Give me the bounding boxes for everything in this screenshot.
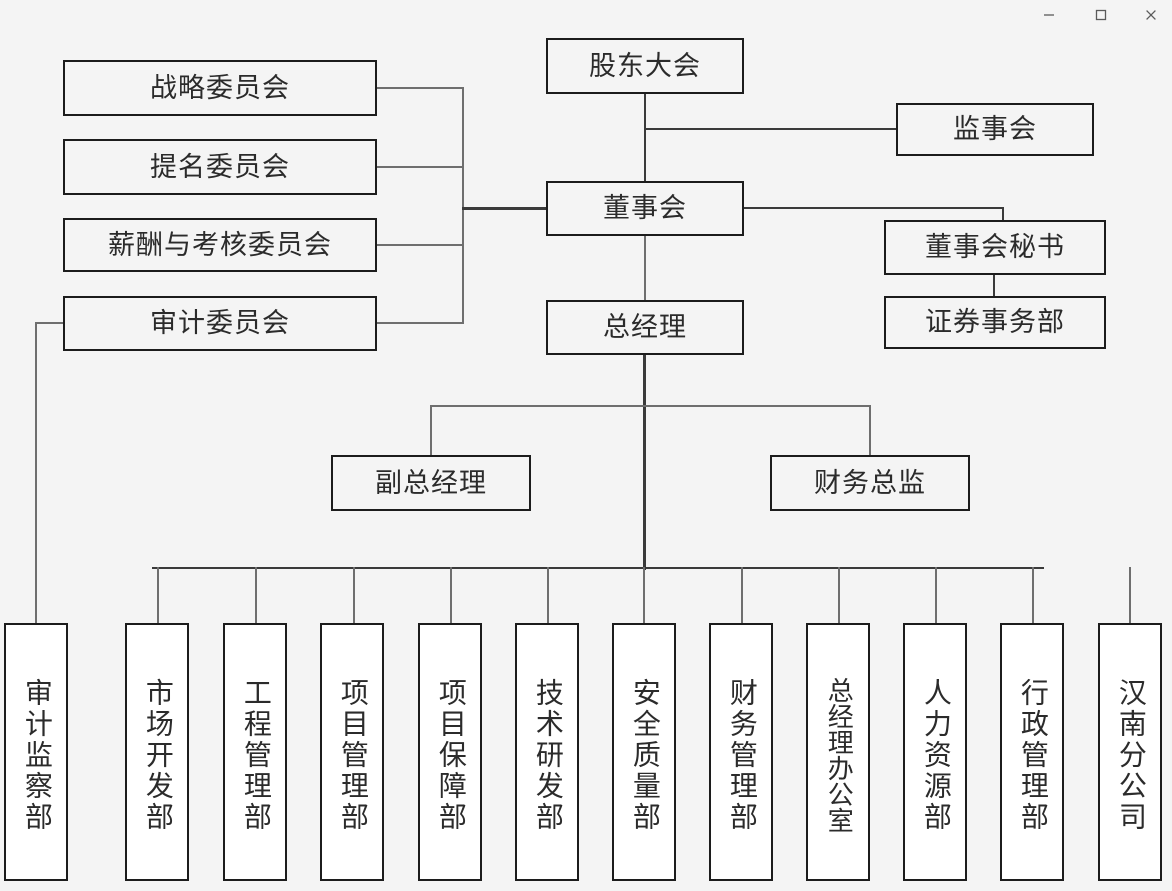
node-general-manager[interactable]: 总经理 — [546, 300, 744, 355]
connector-gm-trunk — [643, 354, 646, 570]
maximize-button[interactable] — [1078, 0, 1124, 30]
node-strategy-committee[interactable]: 战略委员会 — [63, 60, 377, 116]
node-audit-committee[interactable]: 审计委员会 — [63, 296, 377, 351]
node-technology-rnd-department[interactable]: 技术研发部 — [515, 623, 579, 881]
close-icon — [1146, 10, 1156, 20]
connector-shareholders-to-board — [644, 93, 646, 185]
connector-dept-drop-11 — [1129, 567, 1131, 623]
node-board-of-supervisors[interactable]: 监事会 — [896, 103, 1094, 156]
node-remuneration-appraisal-committee[interactable]: 薪酬与考核委员会 — [63, 218, 377, 272]
node-human-resources-department[interactable]: 人力资源部 — [903, 623, 967, 881]
node-audit-supervision-department[interactable]: 审计监察部 — [4, 623, 68, 881]
node-general-manager-office[interactable]: 总经理办公室 — [806, 623, 870, 881]
connector-shareholders-to-supervisors — [644, 128, 898, 130]
connector-audit-committee-to-audit-dept — [35, 322, 37, 623]
node-shareholders-meeting[interactable]: 股东大会 — [546, 38, 744, 94]
connector-board-to-secretary-h — [744, 207, 1004, 209]
connector-committee-3 — [377, 244, 463, 246]
node-project-management-department[interactable]: 项目管理部 — [320, 623, 384, 881]
connector-dept-drop-3 — [353, 567, 355, 623]
node-market-development-department[interactable]: 市场开发部 — [125, 623, 189, 881]
connector-committee-1 — [377, 87, 463, 89]
node-safety-quality-department[interactable]: 安全质量部 — [612, 623, 676, 881]
connector-audit-committee-left — [35, 322, 65, 324]
node-board-secretary[interactable]: 董事会秘书 — [884, 220, 1106, 275]
connector-department-bus — [152, 567, 1044, 569]
minimize-button[interactable] — [1026, 0, 1072, 30]
node-administration-department[interactable]: 行政管理部 — [1000, 623, 1064, 881]
node-financial-management-department[interactable]: 财务管理部 — [709, 623, 773, 881]
connector-to-deputy-gm — [430, 405, 432, 455]
connector-dept-drop-5 — [547, 567, 549, 623]
node-nomination-committee[interactable]: 提名委员会 — [63, 139, 377, 195]
node-cfo[interactable]: 财务总监 — [770, 455, 970, 511]
node-project-support-department[interactable]: 项目保障部 — [418, 623, 482, 881]
connector-board-to-gm — [644, 234, 646, 302]
connector-dept-drop-8 — [838, 567, 840, 623]
connector-gm-mid-bus — [430, 405, 871, 407]
connector-committee-bus — [462, 87, 464, 324]
node-deputy-general-manager[interactable]: 副总经理 — [331, 455, 531, 511]
connector-dept-drop-2 — [255, 567, 257, 623]
connector-dept-drop-6 — [643, 567, 645, 623]
connector-committee-4 — [377, 322, 463, 324]
connector-secretary-to-securities — [993, 275, 995, 296]
node-engineering-management-department[interactable]: 工程管理部 — [223, 623, 287, 881]
node-hannan-branch[interactable]: 汉南分公司 — [1098, 623, 1162, 881]
close-button[interactable] — [1128, 0, 1172, 30]
connector-committees-to-board — [462, 207, 546, 210]
connector-dept-drop-7 — [741, 567, 743, 623]
connector-committee-2 — [377, 166, 463, 168]
connector-to-cfo — [869, 405, 871, 455]
connector-board-to-secretary-v — [1002, 207, 1004, 221]
connector-dept-drop-1 — [157, 567, 159, 623]
minimize-icon — [1044, 14, 1054, 16]
window-titlebar — [0, 0, 1172, 30]
connector-dept-drop-4 — [450, 567, 452, 623]
node-board-of-directors[interactable]: 董事会 — [546, 181, 744, 236]
connector-dept-drop-9 — [935, 567, 937, 623]
connector-dept-drop-10 — [1032, 567, 1034, 623]
maximize-icon — [1095, 9, 1107, 21]
node-securities-affairs-department[interactable]: 证券事务部 — [884, 296, 1106, 349]
